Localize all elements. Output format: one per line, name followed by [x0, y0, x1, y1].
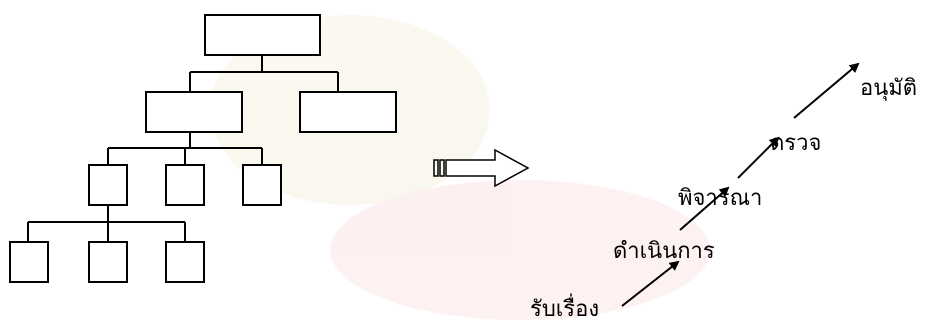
tree-node-box — [88, 164, 128, 206]
step-label-approve: อนุมัติ — [860, 76, 917, 101]
step-arrow — [679, 186, 730, 231]
tree-root-box — [204, 14, 321, 56]
step-arrow — [793, 62, 860, 119]
tree-node-box — [242, 164, 282, 206]
process-steps: รับเรื่อง ดำเนินการ พิจารณา ตรวจ อนุมัติ — [530, 62, 917, 322]
tree-node-box — [88, 241, 128, 283]
tree-node-box — [9, 241, 49, 283]
step-arrow — [737, 136, 780, 179]
org-hierarchy — [9, 14, 397, 283]
transition-arrow — [433, 148, 530, 188]
tree-node-box — [299, 91, 397, 133]
tree-node-box — [165, 241, 205, 283]
tree-node-box — [165, 164, 205, 206]
step-label-receive: รับเรื่อง — [530, 293, 599, 322]
step-label-operate: ดำเนินการ — [613, 239, 715, 264]
step-arrow — [621, 260, 680, 307]
step-label-inspect: ตรวจ — [770, 131, 821, 156]
step-label-consider: พิจารณา — [678, 186, 762, 211]
tree-node-box — [145, 91, 243, 133]
